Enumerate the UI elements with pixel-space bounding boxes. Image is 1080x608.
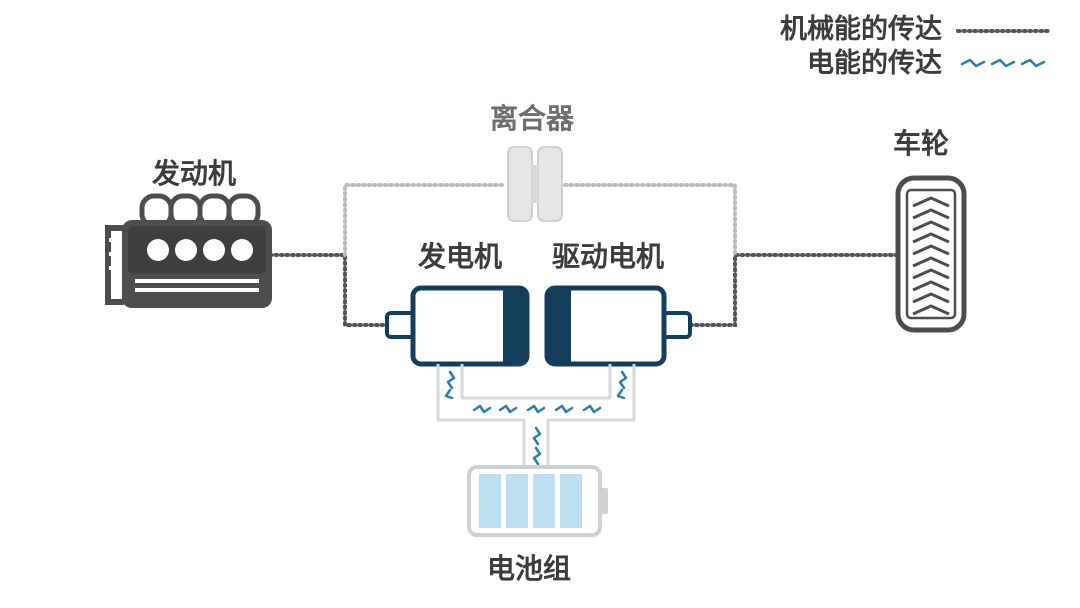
engine-icon bbox=[105, 193, 272, 308]
battery-label: 电池组 bbox=[487, 552, 572, 585]
mech-line-motor-wheel bbox=[683, 253, 900, 327]
legend-electrical-label: 电能的传达 bbox=[807, 48, 942, 79]
wheel-icon bbox=[895, 175, 967, 333]
drive-motor-icon bbox=[544, 285, 692, 367]
legend-electrical-swatch bbox=[960, 58, 1046, 68]
mechanical-lines bbox=[268, 183, 900, 327]
mech-line-engine-generator bbox=[268, 253, 397, 327]
engine-label: 发动机 bbox=[152, 157, 237, 190]
clutch-label: 离合器 bbox=[490, 102, 575, 135]
legend-item-electrical: 电能的传达 bbox=[807, 50, 942, 77]
generator-label: 发电机 bbox=[418, 240, 503, 273]
legend-swatches bbox=[956, 29, 1052, 68]
wheel-label: 车轮 bbox=[893, 127, 950, 160]
legend-item-mechanical: 机械能的传达 bbox=[780, 16, 942, 43]
drive-motor-label: 驱动电机 bbox=[552, 240, 665, 273]
battery-icon bbox=[467, 465, 608, 537]
electric-pipes bbox=[436, 364, 636, 470]
legend-mechanical-label: 机械能的传达 bbox=[780, 14, 942, 45]
electric-flow bbox=[444, 370, 628, 466]
generator-icon bbox=[385, 285, 530, 367]
clutch-icon bbox=[507, 146, 563, 222]
mech-line-clutch-bypass bbox=[343, 183, 737, 257]
